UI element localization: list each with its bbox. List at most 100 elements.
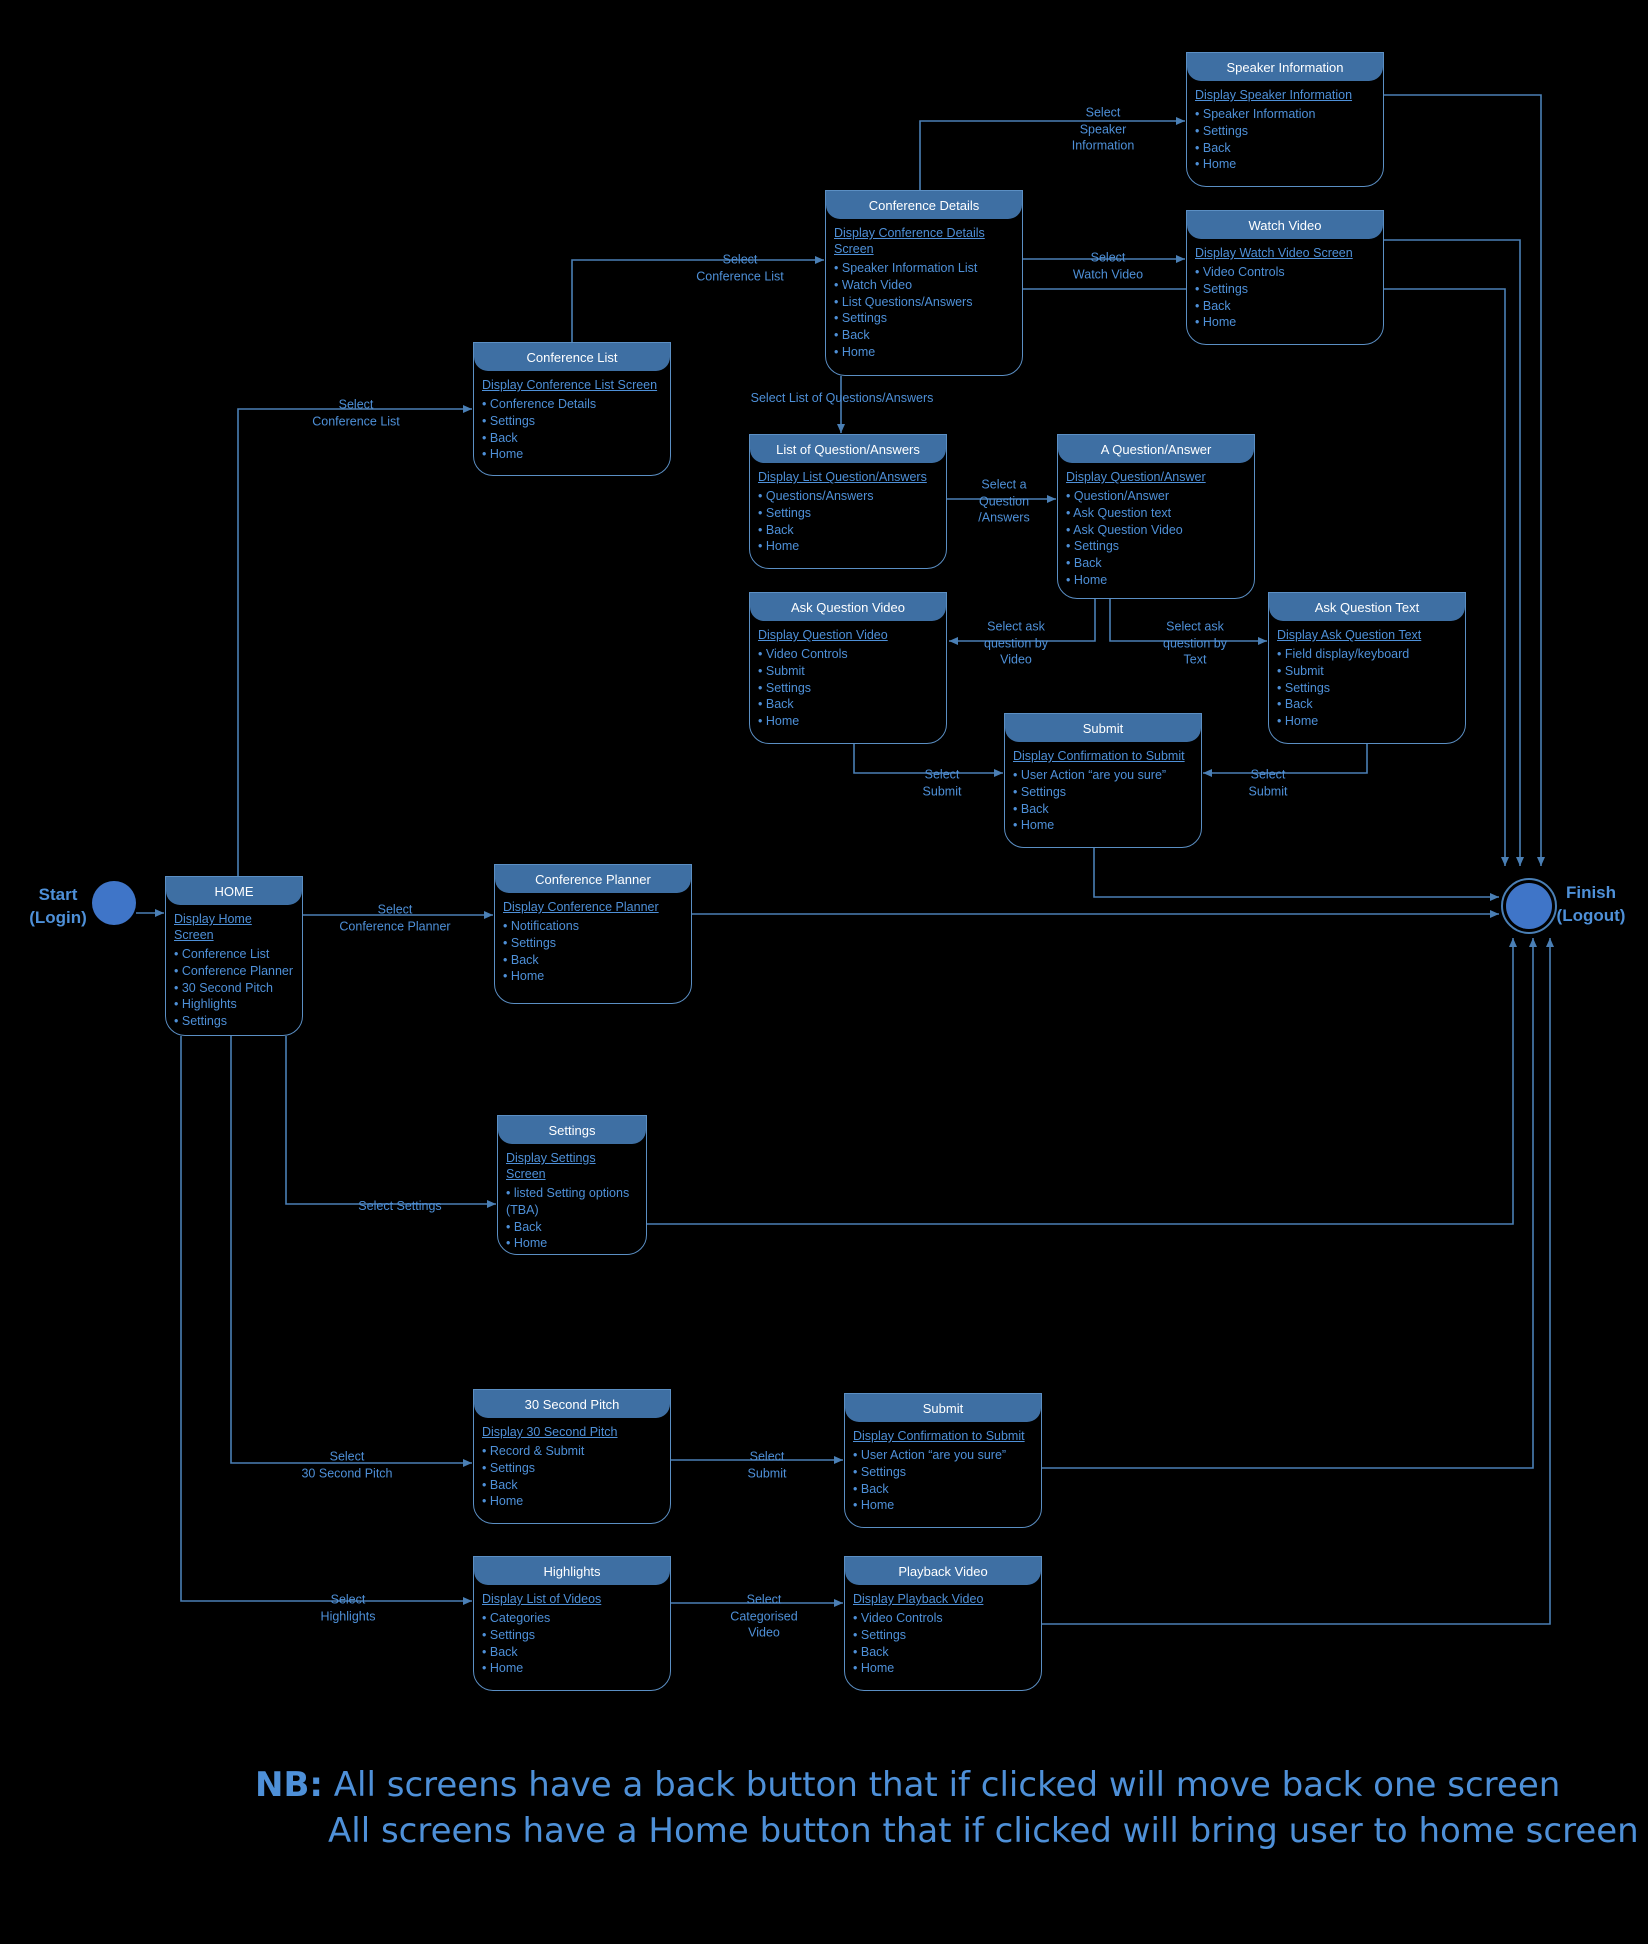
footnote: NB: All screens have a back button that … — [255, 1762, 1639, 1854]
screen-item: Video Controls — [1195, 264, 1375, 281]
screen-title: Speaker Information — [1187, 53, 1383, 81]
screen-item: Home — [482, 446, 662, 463]
screen-item: Submit — [758, 663, 938, 680]
screen-action: Display List Question/Answers — [758, 470, 927, 484]
screen-item: Speaker Information List — [834, 260, 1014, 277]
edge-asktext-submit — [1203, 744, 1368, 777]
footnote-line-2: All screens have a Home button that if c… — [328, 1811, 1639, 1851]
edge-speaker-finish — [1384, 94, 1545, 866]
transition-label-t-categorised: Select Categorised Video — [730, 1592, 798, 1640]
screen-item: Back — [1195, 140, 1375, 157]
screen-item: Settings — [853, 1464, 1033, 1481]
screen-item-list: Record & SubmitSettingsBackHome — [474, 1443, 670, 1516]
screen-item: Watch Video — [834, 277, 1014, 294]
finish-label: Finish (Logout) — [1556, 883, 1626, 925]
screen-item: Back — [503, 952, 683, 969]
screen-item: Back — [758, 522, 938, 539]
screen-item: Video Controls — [758, 646, 938, 663]
screen-item: Settings — [482, 1460, 662, 1477]
screen-item-list: Conference ListConference Planner30 Seco… — [166, 946, 302, 1036]
screen-item: Back — [853, 1644, 1033, 1661]
footnote-prefix: NB: — [255, 1765, 323, 1805]
screen-title: Playback Video — [845, 1557, 1041, 1585]
transition-label-t-planner: Select Conference Planner — [339, 902, 451, 934]
screen-action: Display Confirmation to Submit — [853, 1429, 1025, 1443]
screen-item-list: Video ControlsSubmitSettingsBackHome — [750, 646, 946, 736]
screen-item: Back — [1195, 298, 1375, 315]
screen-title: Conference Details — [826, 191, 1022, 219]
screen-item: Settings — [1195, 123, 1375, 140]
screen-item-list: NotificationsSettingsBackHome — [495, 918, 691, 991]
screen-item: Back — [482, 1477, 662, 1494]
transition-label-t-ask-text: Select ask question by Text — [1163, 619, 1227, 667]
screen-item: Settings — [1277, 680, 1457, 697]
screen-item: Settings — [482, 413, 662, 430]
screen-item: Ask Question Video — [1066, 522, 1246, 539]
screen-item-list: Question/AnswerAsk Question textAsk Ques… — [1058, 488, 1254, 595]
transition-label-t-watch: Select Watch Video — [1072, 250, 1144, 282]
transition-label-t-submit-v: Select Submit — [922, 767, 962, 799]
transition-label-t-a-qa: Select a Question /Answers — [978, 477, 1030, 525]
screen-title: A Question/Answer — [1058, 435, 1254, 463]
screen-title: Highlights — [474, 1557, 670, 1585]
transition-label-t-settings: Select Settings — [358, 1198, 442, 1213]
screen-item: Conference Planner — [174, 963, 294, 980]
transition-label-t-submit-t: Select Submit — [1248, 767, 1288, 799]
screen-item: Settings — [758, 680, 938, 697]
screen-item: Back — [482, 430, 662, 447]
screen-item: Questions/Answers — [758, 488, 938, 505]
screen-item: Home — [1195, 156, 1375, 173]
screen-action: Display Playback Video — [853, 1592, 984, 1606]
screen-action: Display Settings Screen — [506, 1151, 596, 1181]
transition-label-t-conf-list-2: Select Conference List — [696, 252, 784, 284]
screen-item: Settings — [853, 1627, 1033, 1644]
screen-item: Settings — [1066, 538, 1246, 555]
screen-item: User Action “are you sure” — [853, 1447, 1033, 1464]
screen-title: Submit — [1005, 714, 1201, 742]
screen-item: 30 Second Pitch — [174, 980, 294, 997]
screen-item: Highlights — [174, 996, 294, 1013]
edge-home-pitch — [230, 1036, 472, 1467]
screen-item: Back — [482, 1644, 662, 1661]
screen-item: Settings — [1013, 784, 1193, 801]
screen-item: Ask Question text — [1066, 505, 1246, 522]
screen-item: Back — [758, 696, 938, 713]
screen-title: List of Question/Answers — [750, 435, 946, 463]
screen-item-list: User Action “are you sure”SettingsBackHo… — [1005, 767, 1201, 840]
screen-title: Ask Question Text — [1269, 593, 1465, 621]
screen-item: Home — [1066, 572, 1246, 589]
edge-settings-finish — [647, 938, 1517, 1225]
screen-item: List Questions/Answers — [834, 294, 1014, 311]
edge-submit-p-finish — [1042, 938, 1537, 1469]
screen-title: Settings — [498, 1116, 646, 1144]
transition-label-t-conf-list: Select Conference List — [312, 397, 400, 429]
screen-item: Question/Answer — [1066, 488, 1246, 505]
screen-action: Display Conference List Screen — [482, 378, 658, 392]
screen-title: HOME — [166, 877, 302, 905]
screen-item: Field display/keyboard — [1277, 646, 1457, 663]
screen-item: Home — [1195, 314, 1375, 331]
edge-home-conference-list — [237, 405, 472, 876]
screen-item: Record & Submit — [482, 1443, 662, 1460]
edge-playback-finish — [1042, 938, 1554, 1625]
screen-item: Notifications — [503, 918, 683, 935]
screen-item: Conference List — [174, 946, 294, 963]
edge-watch-finish — [1384, 239, 1524, 866]
screen-item: Home — [482, 1493, 662, 1510]
screen-title: Conference List — [474, 343, 670, 371]
screen-item: Back — [506, 1219, 638, 1236]
screen-item: Speaker Information — [1195, 106, 1375, 123]
screen-item: Home — [853, 1497, 1033, 1514]
